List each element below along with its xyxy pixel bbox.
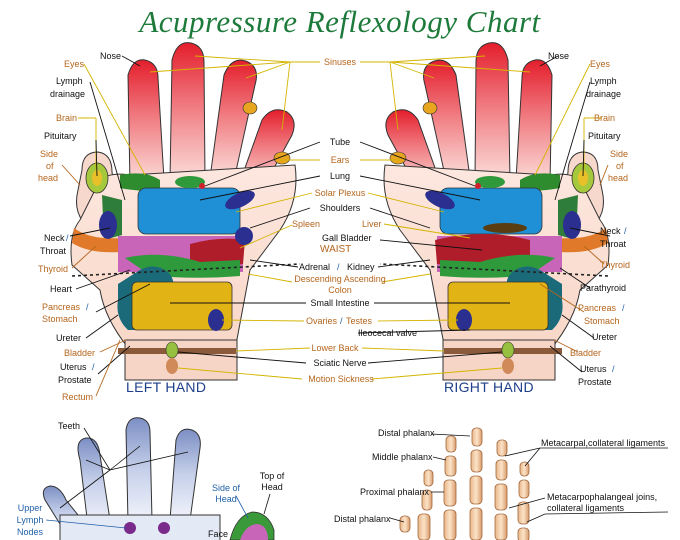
- left-label-of: of: [46, 161, 54, 171]
- left-label-eyes: Eyes: [64, 59, 85, 69]
- left-label-ureter: Ureter: [56, 333, 82, 343]
- right-label-bladder: Bladder: [570, 348, 602, 358]
- left-label-slash-uterus: /: [92, 362, 95, 372]
- right-label-pituitary: Pituitary: [588, 131, 621, 141]
- left-label-heart: Heart: [50, 284, 73, 294]
- right-label-slash-uterus: /: [612, 364, 615, 374]
- label-ovaries: Ovaries: [306, 316, 338, 326]
- right-label-side: Side: [610, 149, 629, 159]
- label-head-top: Head: [261, 482, 283, 492]
- right-hand-title: RIGHT HAND: [444, 379, 534, 395]
- left-label-lymph: Lymph: [56, 76, 83, 86]
- left-label-uterus: Uterus: [60, 362, 87, 372]
- label-liver: Liver: [362, 219, 382, 229]
- label-ears: Ears: [330, 155, 350, 165]
- left-label-nose: Nose: [100, 51, 122, 61]
- left-label-slash-pancreas: /: [86, 302, 89, 312]
- label-proximal-phalanx: Proximal phalanx: [360, 487, 430, 497]
- label-motion-sickness: Motion Sickness: [308, 374, 374, 384]
- right-label-pancreas: Pancreas: [578, 303, 617, 313]
- back-of-hand: [42, 417, 275, 540]
- left-label-pancreas: Pancreas: [42, 302, 81, 312]
- left-label-throat: Throat: [40, 246, 67, 256]
- label-sinuses: Sinuses: [323, 57, 357, 67]
- label-small-intestine: Small Intestine: [310, 298, 370, 308]
- left-label-neck: Neck: [44, 233, 65, 243]
- right-label-uterus: Uterus: [580, 364, 607, 374]
- leader-lines: [61, 55, 611, 397]
- label-lymph-bl: Lymph: [16, 515, 44, 525]
- left-label-slash-neck: /: [66, 233, 69, 243]
- label-testes: Testes: [346, 316, 373, 326]
- right-label-eyes: Eyes: [590, 59, 611, 69]
- label-sciatic-nerve: Sciatic Nerve: [313, 358, 367, 368]
- label-distal-phalanx-2: Distal phalanx: [334, 514, 391, 524]
- right-label-slash-pancreas: /: [622, 303, 625, 313]
- right-hand: [379, 42, 610, 381]
- left-label-drainage: drainage: [50, 89, 86, 99]
- label-gall-bladder: Gall Bladder: [322, 233, 372, 243]
- label-teeth: Teeth: [58, 421, 81, 431]
- right-label-brain: Brain: [594, 113, 616, 123]
- label-shoulders: Shoulders: [319, 203, 361, 213]
- label-collateral-ligaments: collateral ligaments: [547, 503, 625, 513]
- right-label-lymph: Lymph: [590, 76, 617, 86]
- right-label-nose: Nose: [548, 51, 570, 61]
- left-label-head: head: [38, 173, 59, 183]
- label-metacarpal-ligaments: Metacarpal,collateral ligaments: [541, 438, 666, 448]
- label-colon: Colon: [328, 285, 352, 295]
- left-label-rectum: Rectum: [62, 392, 94, 402]
- label-lung: Lung: [329, 171, 351, 181]
- label-tube: Tube: [329, 137, 351, 147]
- right-label-neck: Neck: [600, 226, 621, 236]
- label-lower-back: Lower Back: [311, 343, 359, 353]
- right-label-head: head: [608, 173, 629, 183]
- right-label-drainage: drainage: [586, 89, 622, 99]
- left-hand-title: LEFT HAND: [126, 379, 207, 395]
- label-slash-ovaries: /: [340, 316, 343, 326]
- label-adrenal: Adrenal: [299, 262, 331, 272]
- hand-skeleton: [389, 427, 669, 540]
- right-label-parathyroid: Parathyroid: [580, 283, 627, 293]
- label-ileocecal-valve: Ileocecal valve: [358, 328, 418, 338]
- label-waist: WAIST: [320, 244, 352, 255]
- label-nodes: Nodes: [16, 527, 43, 537]
- left-label-pituitary: Pituitary: [44, 131, 77, 141]
- left-label-bladder: Bladder: [64, 348, 96, 358]
- label-kidney: Kidney: [347, 262, 375, 272]
- label-slash-adrenal: /: [337, 262, 340, 272]
- left-label-prostate: Prostate: [58, 375, 92, 385]
- label-descending-ascending: Descending Ascending: [294, 274, 386, 284]
- chart-title: Acupressure Reflexology Chart: [139, 4, 541, 39]
- right-label-of: of: [616, 161, 624, 171]
- label-head-side: Head: [215, 494, 237, 504]
- left-label-brain: Brain: [56, 113, 78, 123]
- label-distal-phalanx: Distal phalanx: [378, 428, 435, 438]
- right-label-stomach: Stomach: [584, 316, 620, 326]
- label-top-of: Top of: [259, 471, 285, 481]
- right-label-ureter: Ureter: [592, 332, 618, 342]
- left-label-thyroid: Thyroid: [38, 264, 69, 274]
- label-middle-phalanx: Middle phalanx: [372, 452, 433, 462]
- right-label-slash-neck: /: [624, 226, 627, 236]
- label-side-of: Side of: [211, 483, 241, 493]
- label-face: Face: [208, 529, 229, 539]
- right-label-throat: Throat: [600, 239, 627, 249]
- label-solar-plexus: Solar Plexus: [314, 188, 366, 198]
- label-spleen: Spleen: [292, 219, 321, 229]
- left-label-side: Side: [40, 149, 59, 159]
- right-label-thyroid: Thyroid: [600, 260, 631, 270]
- label-upper: Upper: [17, 503, 43, 513]
- left-hand: [70, 42, 301, 381]
- left-label-stomach: Stomach: [42, 314, 78, 324]
- label-mcp-joins: Metacarpophalangeal joins,: [547, 492, 658, 502]
- right-label-prostate: Prostate: [578, 377, 612, 387]
